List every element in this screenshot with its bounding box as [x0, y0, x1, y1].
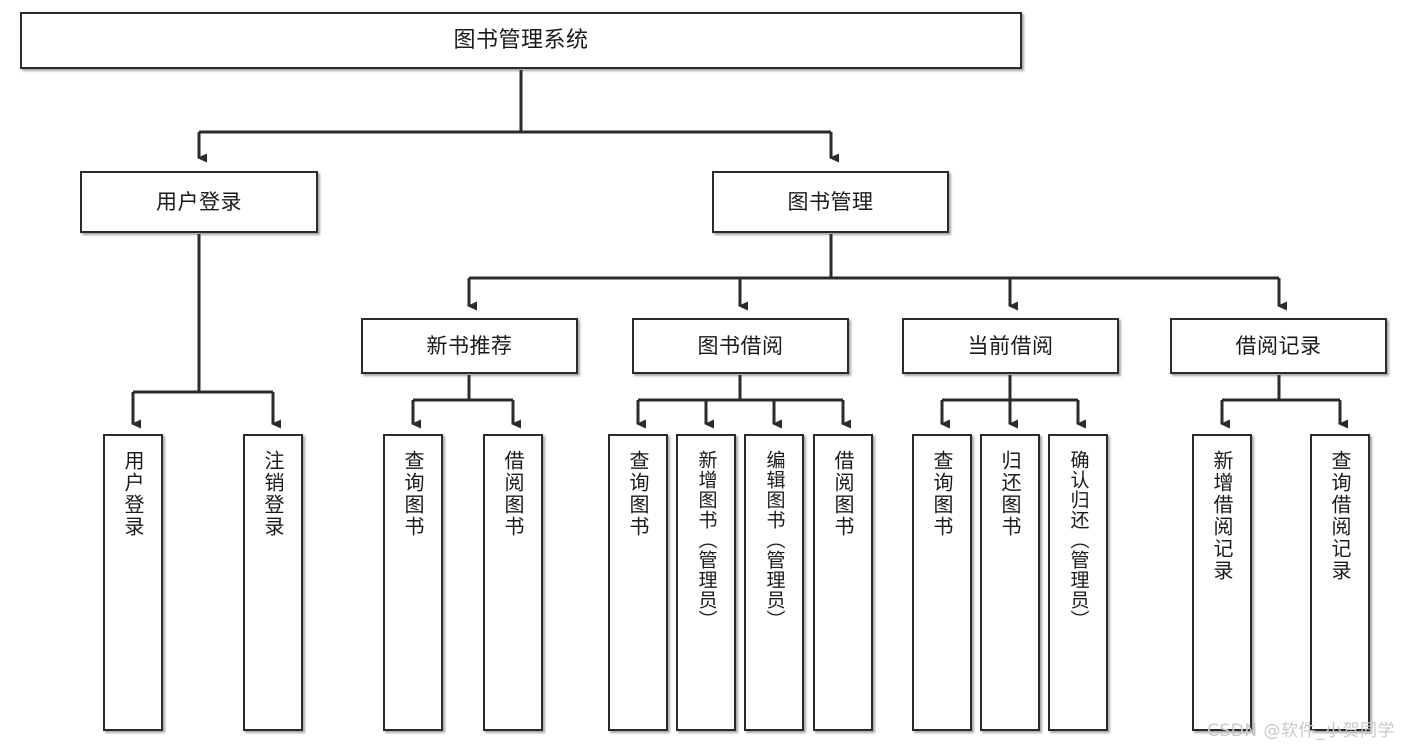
leaf-label: 查询借阅记录 [1328, 450, 1352, 582]
leaf-label: 归还图书 [998, 450, 1022, 538]
leaf-query-book-current[interactable]: 查询图书 [912, 434, 972, 731]
node-label: 图书管理系统 [453, 27, 589, 53]
node-label: 借阅记录 [1235, 333, 1322, 358]
leaf-add-book-admin[interactable]: 新增图书（管理员） [676, 434, 736, 731]
leaf-user-login[interactable]: 用户登录 [103, 434, 163, 731]
leaf-logout[interactable]: 注销登录 [243, 434, 303, 731]
node-borrow-record[interactable]: 借阅记录 [1170, 318, 1387, 374]
leaf-borrow-book[interactable]: 借阅图书 [813, 434, 873, 731]
node-label: 当前借阅 [967, 333, 1054, 358]
leaf-label: 查询图书 [930, 450, 954, 538]
leaf-query-book-newbook[interactable]: 查询图书 [383, 434, 443, 731]
leaf-query-book-borrow[interactable]: 查询图书 [608, 434, 668, 731]
node-new-book-recommend[interactable]: 新书推荐 [361, 318, 578, 374]
leaf-label: 用户登录 [121, 450, 145, 538]
leaf-label: 编辑图书（管理员） [763, 450, 786, 630]
leaf-return-book[interactable]: 归还图书 [980, 434, 1040, 731]
leaf-edit-book-admin[interactable]: 编辑图书（管理员） [744, 434, 804, 731]
node-label: 用户登录 [156, 189, 242, 214]
node-label: 图书借阅 [697, 333, 784, 358]
leaf-label: 查询图书 [401, 450, 425, 538]
csdn-watermark: CSDN @软件_小贺同学 [1207, 721, 1395, 741]
node-user-login[interactable]: 用户登录 [80, 171, 318, 233]
leaf-label: 新增借阅记录 [1210, 450, 1234, 582]
node-book-management[interactable]: 图书管理 [712, 171, 949, 233]
node-current-borrow[interactable]: 当前借阅 [902, 318, 1119, 374]
leaf-confirm-return-admin[interactable]: 确认归还（管理员） [1048, 434, 1108, 731]
leaf-label: 查询图书 [626, 450, 650, 538]
node-label: 新书推荐 [426, 333, 513, 358]
node-root-system[interactable]: 图书管理系统 [20, 12, 1022, 69]
leaf-label: 新增图书（管理员） [695, 450, 718, 630]
node-label: 图书管理 [787, 189, 874, 214]
leaf-borrow-book-newbook[interactable]: 借阅图书 [483, 434, 543, 731]
leaf-query-borrow-record[interactable]: 查询借阅记录 [1310, 434, 1370, 731]
leaf-label: 借阅图书 [831, 450, 855, 538]
leaf-label: 注销登录 [261, 450, 285, 538]
node-book-borrow[interactable]: 图书借阅 [632, 318, 849, 374]
leaf-label: 确认归还（管理员） [1067, 450, 1090, 630]
leaf-label: 借阅图书 [501, 450, 525, 538]
leaf-add-borrow-record[interactable]: 新增借阅记录 [1192, 434, 1252, 731]
